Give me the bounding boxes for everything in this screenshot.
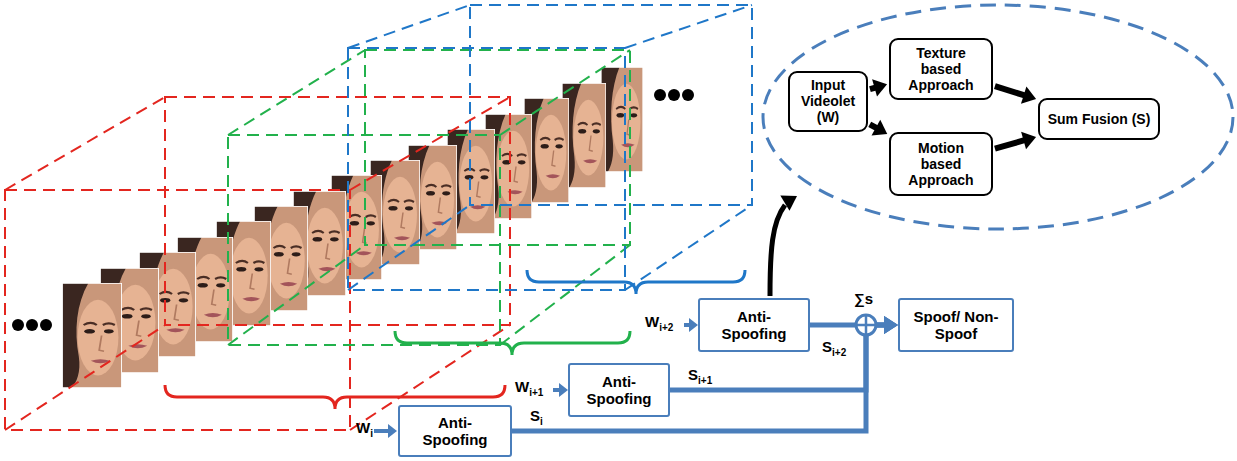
score-label: Si+1 <box>688 366 712 387</box>
detail-arrow <box>770 195 797 296</box>
face-frames <box>62 67 643 388</box>
anti-spoofing-box: Anti-Spoofing <box>698 298 810 352</box>
subscript: i <box>540 416 543 427</box>
arrow-head <box>884 316 898 334</box>
arrow-head <box>1021 87 1036 104</box>
connector-line <box>995 140 1025 148</box>
box-text: Texture based Approach <box>898 45 984 93</box>
videolet-windows <box>5 5 752 430</box>
ellipsis-dots <box>12 89 694 331</box>
arrow-head <box>884 316 898 334</box>
connector-line <box>870 124 877 128</box>
method-box: Motion based Approach <box>889 132 993 196</box>
window-label: Wi+2 <box>645 313 673 334</box>
arrow-head <box>872 120 888 136</box>
score-label: Si+2 <box>822 338 846 359</box>
connector <box>870 79 887 96</box>
connector <box>810 316 898 334</box>
subscript: i+2 <box>659 322 673 333</box>
anti-spoofing-box: Anti-Spoofing <box>568 363 670 417</box>
window-label: Wi <box>356 419 373 440</box>
arrow-head <box>1021 132 1036 149</box>
arrow-head <box>872 79 887 96</box>
box-text: Sum Fusion (S) <box>1048 111 1151 127</box>
anti-spoofing-box: Anti-Spoofing <box>398 405 512 457</box>
box-text: Spoof/ Non- Spoof <box>908 308 1004 343</box>
connector-line <box>995 86 1025 95</box>
input-box: Input Videolet (W) <box>788 71 868 132</box>
subscript: i+1 <box>698 375 712 386</box>
sum-label: ∑s <box>854 290 873 308</box>
box-text: Input Videolet (W) <box>797 77 859 125</box>
box-text: Anti-Spoofing <box>579 373 659 408</box>
box-text: Motion based Approach <box>898 140 984 188</box>
sum-symbol <box>856 315 876 335</box>
connector <box>995 86 1036 104</box>
fusion-box: Sum Fusion (S) <box>1038 98 1160 140</box>
box-text: Anti-Spoofing <box>714 308 794 343</box>
subscript: i+2 <box>832 347 846 358</box>
window-label: Wi+1 <box>515 378 543 399</box>
method-box: Texture based Approach <box>889 38 993 100</box>
decision-box: Spoof/ Non- Spoof <box>898 298 1014 352</box>
connector <box>870 120 888 136</box>
box-text: Anti-Spoofing <box>415 414 495 449</box>
score-label: Si <box>530 407 543 428</box>
subscript: i <box>370 428 373 439</box>
arrow-head <box>884 316 898 334</box>
detail-oval <box>763 5 1233 229</box>
connector <box>995 132 1036 149</box>
subscript: i+1 <box>529 387 543 398</box>
